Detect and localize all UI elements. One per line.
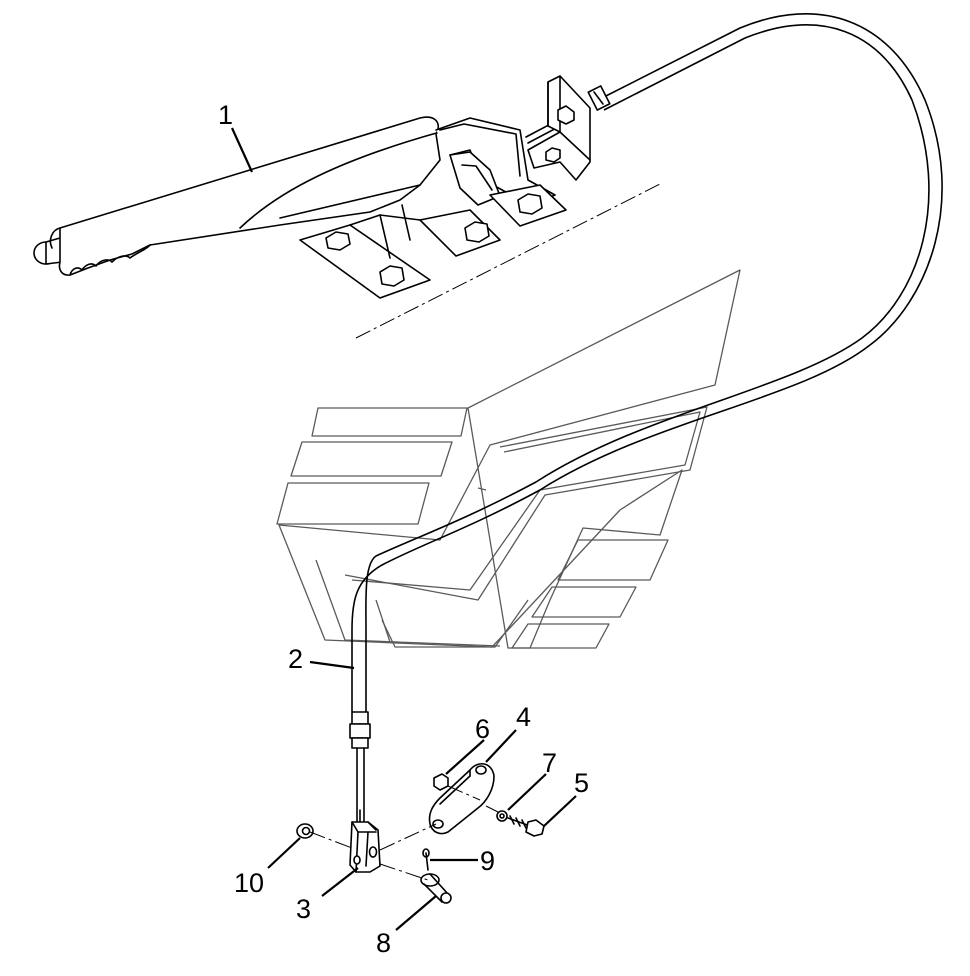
label-part-7: 7 — [542, 748, 557, 778]
bolt — [507, 815, 545, 837]
center-line — [355, 182, 663, 339]
alignment-line — [379, 823, 437, 851]
bolt-head — [325, 193, 543, 287]
label-part-3: 3 — [296, 894, 311, 924]
label-part-1: 1 — [218, 100, 233, 130]
label-part-2: 2 — [288, 644, 303, 674]
handbrake-lever — [33, 75, 591, 299]
part-labels: 1 2 3 4 5 6 7 8 9 10 — [218, 100, 589, 958]
cotter-pin — [422, 848, 430, 871]
alignment-line — [447, 785, 481, 801]
label-part-10: 10 — [234, 868, 264, 898]
alignment-line — [379, 863, 429, 881]
alignment-line — [309, 831, 353, 849]
brake-cable — [349, 13, 943, 823]
clevis — [349, 821, 381, 873]
flat-washer — [296, 823, 314, 839]
label-part-6: 6 — [475, 714, 490, 744]
label-part-4: 4 — [516, 702, 531, 732]
leader-lines — [230, 127, 577, 931]
nut — [433, 773, 449, 791]
tractor-floor-outline — [276, 269, 741, 649]
bracket — [428, 763, 495, 835]
label-part-9: 9 — [480, 846, 495, 876]
label-part-8: 8 — [376, 928, 391, 958]
clevis-pin — [420, 873, 452, 904]
alignment-line — [485, 805, 499, 813]
lock-washer — [496, 810, 508, 822]
label-part-5: 5 — [574, 768, 589, 798]
